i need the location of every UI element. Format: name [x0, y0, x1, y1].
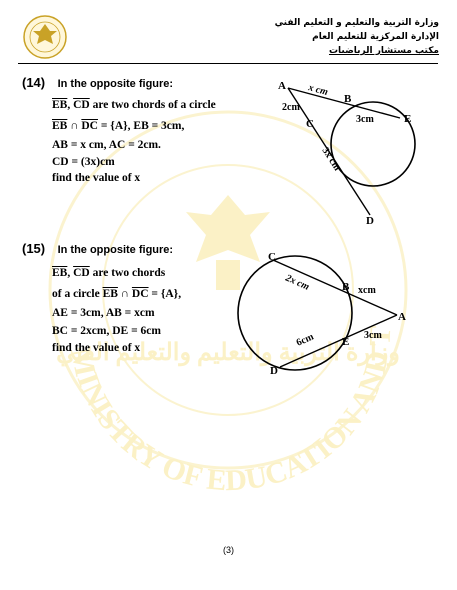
q14-heading: (14) In the opposite figure: — [22, 74, 173, 92]
q14-label-D: D — [366, 215, 374, 227]
q15-label-AE: 3cm — [364, 330, 382, 341]
q14-label-AC: 2cm — [282, 102, 300, 113]
q15-line-2: of a circle EB ∩ DC = {A}, — [52, 288, 182, 300]
q15-line-4: BC = 2xcm, DE = 6cm — [52, 325, 161, 337]
q14-circle — [330, 101, 416, 187]
header-line-2: الإدارة المركزية للتعليم العام — [312, 32, 439, 42]
q14-line-4: CD = (3x)cm — [52, 156, 115, 168]
q15-secant-CA — [272, 259, 398, 316]
q14-label-C: C — [306, 118, 314, 130]
q14-number: (14) — [22, 75, 46, 90]
eagle-emblem-icon — [186, 195, 270, 290]
q15-label-AB: xcm — [358, 285, 376, 296]
ministry-header: وزارة التربية والتعليم و التعليم الفني ا… — [275, 16, 439, 58]
q14-figure: A B E C D x cm 2cm 3cm 3x cm — [278, 80, 416, 227]
q15-line-3: AE = 3cm, AB = xcm — [52, 307, 155, 319]
q15-line-5: find the value of x — [52, 342, 141, 354]
q14-line-5: find the value of x — [52, 172, 141, 184]
q15-label-C: C — [268, 251, 276, 263]
q15-figure: C B A E D 2x cm xcm 3cm 6cm — [237, 251, 406, 377]
q14-label-B: B — [344, 93, 352, 105]
q14-line-2: EB ∩ DC = {A}, EB = 3cm, — [52, 120, 185, 132]
q14-title: In the opposite figure: — [57, 78, 174, 90]
q15-line-1: EB, CD are two chords — [52, 267, 166, 279]
q15-heading: (15) In the opposite figure: — [22, 240, 173, 258]
q15-label-DE: 6cm — [295, 331, 316, 349]
q14-label-E: E — [404, 113, 411, 125]
q14-line-1: EB, CD are two chords of a circle — [52, 99, 216, 111]
q14-label-BE: 3cm — [356, 114, 374, 125]
q14-line-3: AB = x cm, AC = 2cm. — [52, 139, 161, 151]
q15-title: In the opposite figure: — [57, 244, 174, 256]
q15-label-A: A — [398, 311, 406, 323]
q15-label-D: D — [270, 365, 278, 377]
header-divider — [18, 63, 438, 64]
q15-label-B: B — [342, 281, 350, 293]
q15-number: (15) — [22, 241, 46, 256]
q14-label-A: A — [278, 80, 286, 92]
header-line-3: مكتب مستشار الرياضيات — [328, 46, 439, 56]
q15-label-E: E — [342, 336, 349, 348]
q14-label-AB: x cm — [306, 82, 329, 98]
header-line-1: وزارة التربية والتعليم و التعليم الفني — [274, 18, 439, 28]
ministry-logo — [23, 15, 67, 59]
page-number: (3) — [223, 545, 234, 555]
q15-secant-DA — [279, 314, 398, 368]
q15-circle — [237, 255, 353, 371]
q14-secant-AE — [287, 87, 401, 119]
q14-secant-AD — [287, 87, 371, 216]
